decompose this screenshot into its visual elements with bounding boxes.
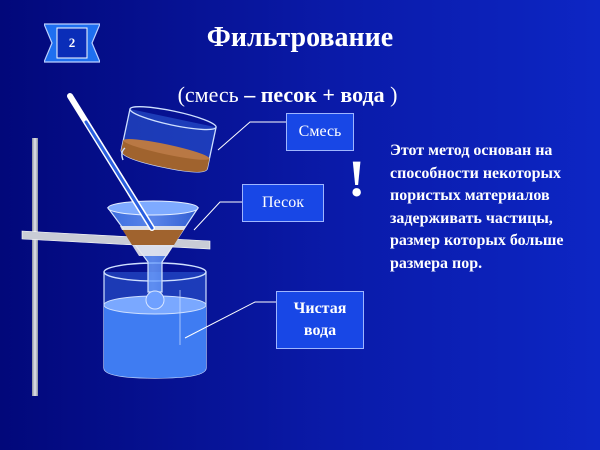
stand-rod [32, 138, 38, 396]
label-water-line2: вода [303, 322, 337, 339]
slide-title: Фильтрование [206, 22, 394, 53]
label-water-line1: Чистая [293, 300, 347, 317]
stand-clamp [21, 230, 211, 250]
subtitle-open: (смесь [177, 82, 245, 107]
subtitle-bold: – песок + вода [244, 82, 385, 107]
slide-subtitle: (смесь – песок + вода ) [0, 82, 575, 108]
pouring-beaker [120, 106, 217, 173]
ribbon-icon [44, 23, 100, 63]
leader-sand [193, 201, 242, 231]
slide-number-badge: 2 [44, 22, 100, 64]
leader-mix [217, 121, 286, 151]
slide-number: 2 [68, 35, 76, 50]
sand-layer [122, 229, 184, 245]
explanation-text: Этот метод основан на способности некото… [390, 142, 564, 272]
label-sand: Песок [242, 184, 324, 222]
subtitle-close: ) [384, 82, 398, 107]
exclamation-mark: ! [348, 151, 366, 208]
label-clean-water: Чистая вода [276, 291, 364, 349]
leader-water [184, 301, 276, 339]
label-mix: Смесь [286, 113, 354, 151]
beaker-water [104, 305, 206, 378]
funnel [106, 200, 200, 310]
